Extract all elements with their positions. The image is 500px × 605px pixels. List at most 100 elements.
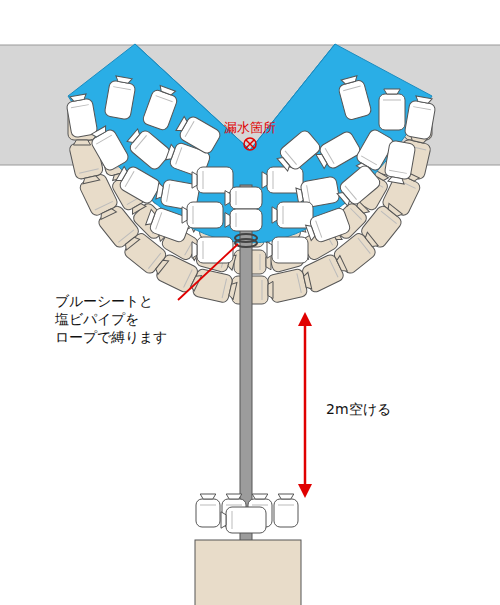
bag-part	[338, 79, 372, 121]
bag-part	[196, 499, 220, 527]
bag-part	[277, 155, 291, 171]
bag-part	[278, 494, 294, 499]
leak-label: 漏水箇所	[224, 120, 276, 137]
bag-part	[146, 209, 156, 226]
sandbag	[192, 268, 238, 304]
bag-part	[123, 235, 140, 250]
bag-part	[303, 272, 312, 290]
bag-part	[184, 270, 193, 288]
bag-part	[225, 213, 230, 228]
bag-part	[203, 241, 204, 259]
sandbag	[221, 507, 266, 533]
bag-part	[82, 175, 100, 184]
bag-part	[226, 507, 266, 533]
bag-part	[226, 505, 242, 506]
bag-part	[222, 279, 226, 298]
sandbag	[65, 93, 98, 138]
bag-part	[149, 207, 192, 244]
bag-part	[221, 512, 226, 528]
sandbag	[404, 95, 437, 140]
bag-part	[197, 167, 233, 193]
bag-part	[297, 273, 301, 292]
bag-part	[113, 87, 131, 90]
bag-part	[309, 207, 352, 244]
bag-part	[232, 511, 233, 529]
bag-part	[203, 171, 204, 189]
bag-part	[379, 94, 405, 130]
bag-part	[79, 169, 98, 173]
bag-part	[185, 121, 194, 137]
bag-part	[343, 86, 360, 91]
leader-line	[178, 244, 238, 300]
bag-part	[66, 98, 98, 138]
bag-part	[197, 237, 233, 263]
bag-part	[70, 94, 87, 102]
pipe-sandbags	[196, 187, 298, 592]
bag-part	[262, 172, 267, 188]
bag-part	[307, 185, 310, 203]
sandbag	[274, 128, 322, 174]
bag-part	[167, 184, 170, 202]
rope-ring	[235, 239, 257, 247]
bag-part	[71, 105, 89, 108]
bag-part	[415, 96, 432, 104]
bag-part	[335, 256, 347, 274]
bag-part	[383, 100, 401, 101]
bag-part	[278, 241, 279, 259]
bag-part	[278, 128, 322, 171]
sandbag	[144, 205, 191, 243]
bag-part	[230, 187, 262, 209]
bag-part	[99, 207, 117, 219]
bag-part	[192, 172, 197, 188]
leak-mark	[244, 138, 256, 150]
bag-part	[192, 242, 197, 258]
bag-part	[228, 281, 237, 299]
bag-part	[156, 96, 173, 102]
bag-part	[187, 202, 223, 228]
bag-part	[73, 140, 90, 145]
bag-part	[341, 76, 358, 85]
bag-part	[225, 191, 230, 206]
bag-part	[95, 201, 113, 210]
bag-part	[350, 208, 361, 219]
bag-part	[267, 268, 308, 303]
bag-part	[386, 203, 403, 218]
dimension-label: 2m空ける	[326, 400, 391, 418]
bag-part	[128, 128, 172, 171]
bag-part	[283, 206, 284, 224]
bag-part	[135, 135, 147, 149]
sandbag	[334, 163, 382, 209]
bag-part	[389, 170, 407, 173]
bag-part	[404, 100, 436, 140]
bag-part	[148, 253, 160, 269]
bag-part	[252, 494, 268, 499]
sandbag	[104, 75, 137, 120]
sandbag	[182, 202, 223, 228]
bag-part	[337, 190, 351, 206]
bag-part	[116, 166, 129, 183]
bag-part	[230, 209, 262, 231]
sandbag	[87, 124, 130, 173]
callout-note: ブルーシートと 塩ビパイプを ロープで縛ります	[55, 292, 187, 347]
sandbag	[142, 84, 180, 131]
bag-part	[262, 280, 263, 300]
bag-part	[329, 259, 338, 277]
sandbag	[225, 209, 262, 231]
bag-part	[384, 89, 400, 94]
sandbag	[336, 74, 372, 120]
bag-part	[91, 126, 108, 139]
bag-part	[192, 268, 233, 303]
sandbag	[196, 494, 220, 527]
bag-part	[345, 186, 357, 200]
bag-part	[252, 505, 268, 506]
bag-part	[277, 202, 313, 228]
bag-part	[118, 230, 134, 242]
bag-part	[142, 89, 179, 132]
bag-part	[272, 207, 277, 223]
bag-part	[285, 151, 297, 165]
bag-part	[125, 171, 134, 187]
drain-box	[195, 540, 301, 605]
bag-part	[156, 212, 162, 229]
bag-part	[236, 213, 237, 227]
sandbag	[274, 494, 298, 527]
